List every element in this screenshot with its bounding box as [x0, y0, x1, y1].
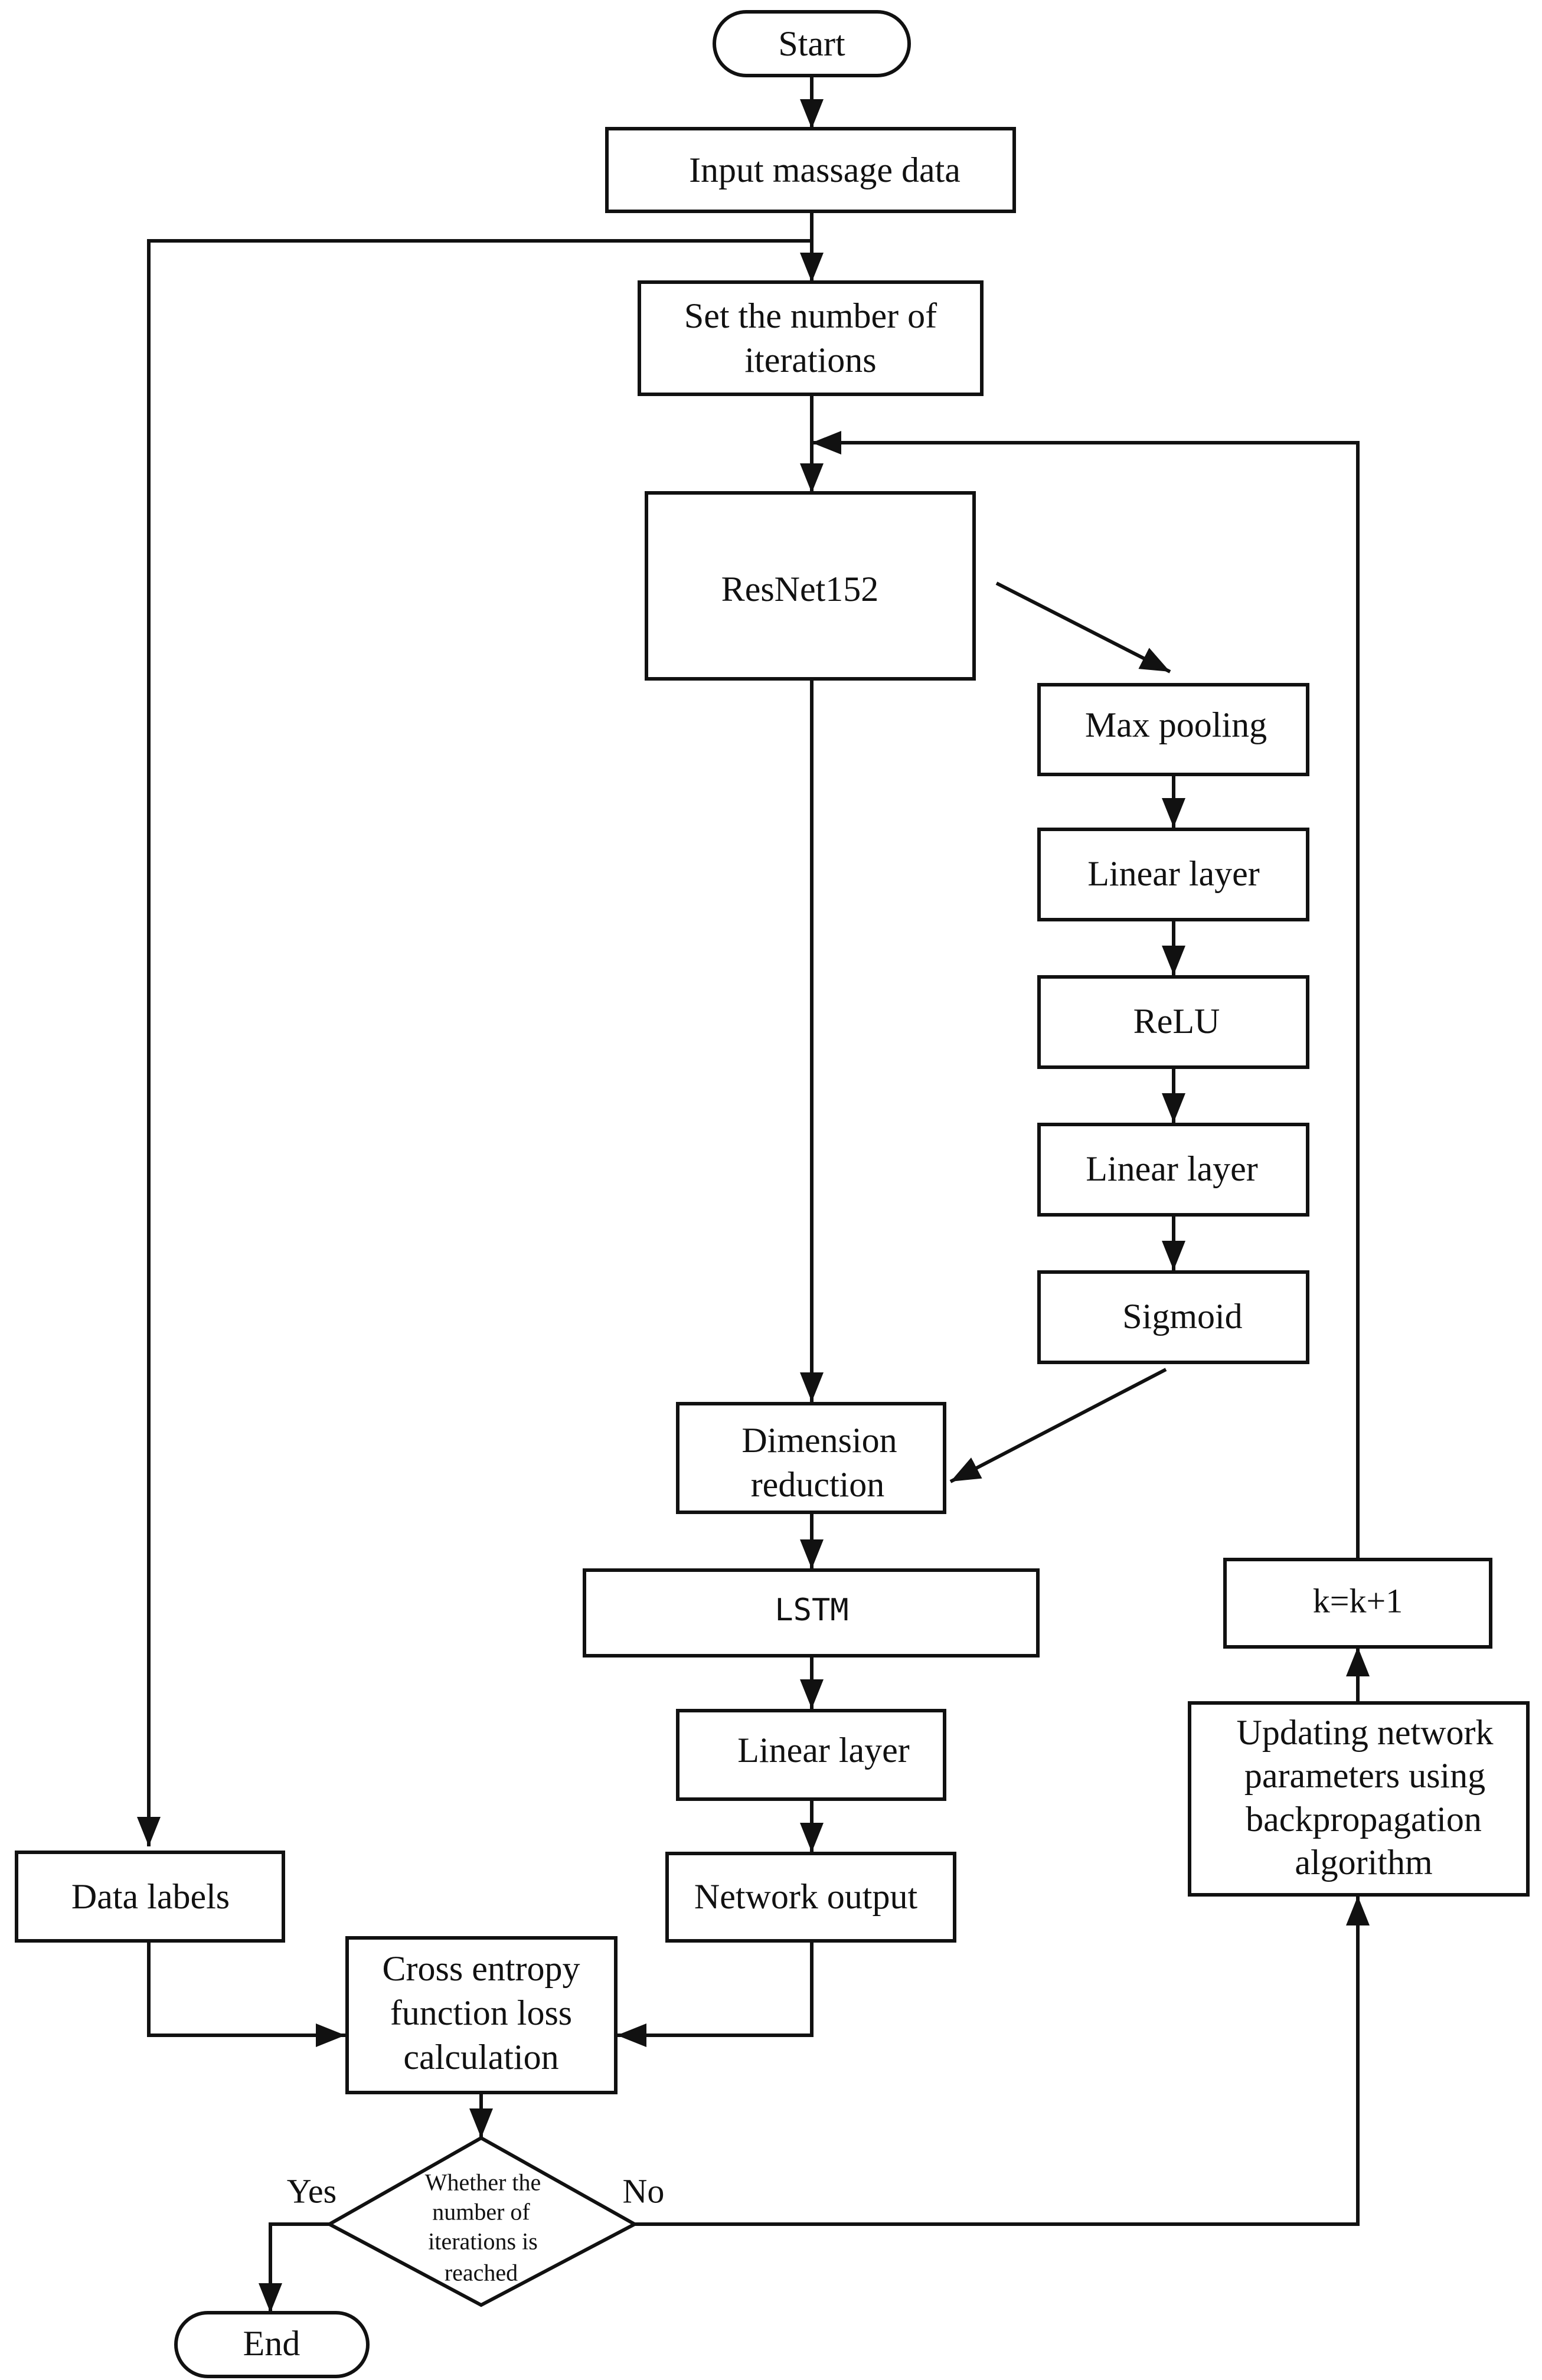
decision-label-line2: number of	[432, 2199, 530, 2225]
linear-layer-1-box: Linear layer	[1037, 828, 1309, 921]
sigmoid-label: Sigmoid	[1122, 1297, 1242, 1336]
arrow-kinc-feedback	[812, 431, 1360, 1560]
start-label: Start	[778, 24, 845, 63]
max-pooling-box: Max pooling	[1037, 683, 1309, 776]
arrow-datalabels-to-ce	[147, 1941, 345, 2047]
k-increment-label: k=k+1	[1313, 1582, 1403, 1620]
connectors	[137, 76, 1370, 2313]
network-output-box: Network output	[665, 1852, 956, 1943]
arrow-resnet-to-maxpool	[995, 581, 1171, 674]
update-params-label-line2: parameters using	[1244, 1756, 1485, 1795]
update-params-label-line3: backpropagation	[1246, 1800, 1482, 1839]
decision-label-line4: reached	[445, 2260, 518, 2286]
yes-label: Yes	[287, 2172, 337, 2211]
update-params-box: Updating network parameters using backpr…	[1188, 1701, 1530, 1897]
lstm-label: LSTM	[775, 1593, 848, 1628]
no-label: No	[623, 2172, 665, 2211]
cross-entropy-label-line2: function loss	[390, 1993, 572, 2032]
linear-layer-3-label: Linear layer	[737, 1731, 909, 1770]
input-data-box: Input massage data	[605, 127, 1016, 213]
arrow-input-to-datalabels	[137, 239, 812, 1846]
input-data-label: Input massage data	[689, 151, 961, 189]
decision-diamond: Whether the number of iterations is reac…	[325, 2136, 639, 2307]
lstm-box: LSTM	[583, 1568, 1040, 1658]
linear-layer-2-box: Linear layer	[1037, 1123, 1309, 1217]
cross-entropy-label-line3: calculation	[403, 2038, 558, 2077]
sigmoid-box: Sigmoid	[1037, 1270, 1309, 1364]
end-node: End	[174, 2311, 370, 2378]
arrow-sigmoid-to-dimred	[949, 1368, 1167, 1483]
decision-label-line3: iterations is	[428, 2228, 538, 2255]
relu-label: ReLU	[1133, 1002, 1220, 1041]
linear-layer-1-label: Linear layer	[1087, 854, 1259, 893]
linear-layer-3-box: Linear layer	[676, 1709, 946, 1801]
data-labels-label: Data labels	[71, 1877, 230, 1916]
resnet-label: ResNet152	[721, 570, 879, 609]
set-iterations-box: Set the number of iterations	[638, 280, 984, 396]
max-pooling-label: Max pooling	[1085, 705, 1267, 744]
update-params-label-line1: Updating network	[1237, 1713, 1494, 1752]
dimension-reduction-box: Dimension reduction	[676, 1402, 946, 1514]
relu-box: ReLU	[1037, 975, 1309, 1069]
arrow-decision-no-to-update	[635, 1896, 1370, 2226]
dimension-reduction-label-line2: reduction	[751, 1465, 885, 1504]
cross-entropy-label-line1: Cross entropy	[383, 1949, 580, 1988]
set-iterations-label-line1: Set the number of	[684, 296, 937, 335]
set-iterations-label-line2: iterations	[744, 341, 876, 380]
update-params-label-line4: algorithm	[1295, 1843, 1432, 1882]
dimension-reduction-label-line1: Dimension	[741, 1421, 897, 1460]
end-label: End	[243, 2324, 300, 2363]
network-output-label: Network output	[694, 1877, 918, 1916]
start-node: Start	[713, 10, 911, 77]
linear-layer-2-label: Linear layer	[1086, 1149, 1257, 1188]
cross-entropy-box: Cross entropy function loss calculation	[345, 1936, 618, 2094]
data-labels-box: Data labels	[15, 1851, 285, 1943]
k-increment-box: k=k+1	[1223, 1558, 1492, 1649]
decision-label-line1: Whether the	[425, 2169, 541, 2196]
arrow-netout-to-ce	[617, 1941, 814, 2047]
resnet-box: ResNet152	[645, 491, 976, 681]
arrow-decision-yes-to-end	[259, 2222, 329, 2313]
